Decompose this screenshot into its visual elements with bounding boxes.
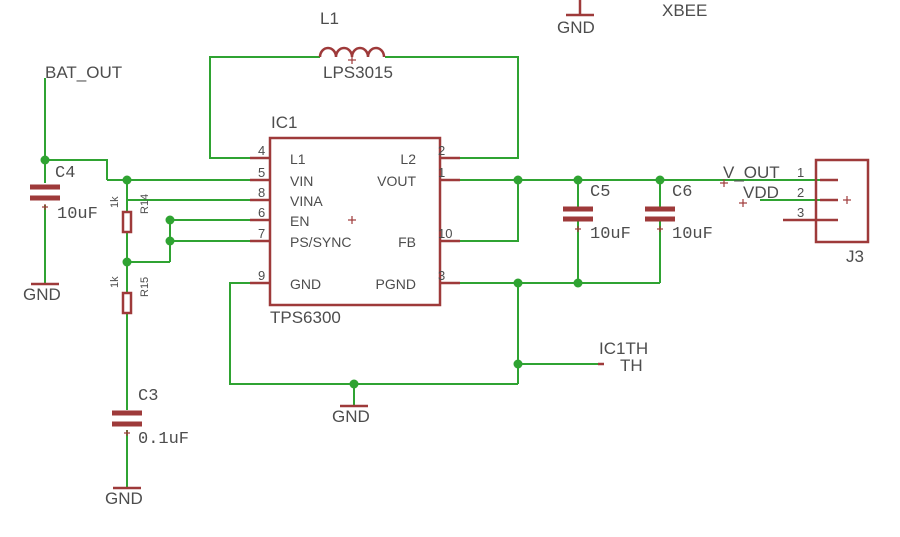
ic1-pin-number: 8 <box>258 185 265 200</box>
c3-value: 0.1uF <box>138 430 189 449</box>
inductor-l1: L1 LPS3015 <box>318 9 393 82</box>
ic1-pin-name: GND <box>290 276 321 292</box>
gnd-label: GND <box>332 407 370 426</box>
junction-dot <box>655 175 665 185</box>
ic1-pin-number: 10 <box>438 226 452 241</box>
gnd-symbol-c3: GND <box>105 486 143 508</box>
c5-name: C5 <box>590 183 610 202</box>
bat-out-label: BAT_OUT <box>45 63 122 82</box>
ic1-pin-name: PGND <box>376 276 416 292</box>
c4-name: C4 <box>55 164 75 183</box>
ic1-pin-number: 3 <box>438 268 445 283</box>
c4-value: 10uF <box>57 205 98 224</box>
vdd-label: VDD <box>743 183 779 202</box>
capacitor-c3: C3 0.1uF <box>112 387 189 449</box>
gnd-label: GND <box>105 489 143 508</box>
ic1-pin-name: L2 <box>400 151 416 167</box>
ic1-pin-number: 2 <box>438 143 445 158</box>
ic1-pin-name: PS/SYNC <box>290 234 351 250</box>
ic1-pin-number: 4 <box>258 143 265 158</box>
connector-j3: 1 2 3 J3 <box>783 158 870 266</box>
junction-dot <box>349 379 359 389</box>
capacitor-c5: C5 10uF <box>563 183 631 244</box>
junction-dot <box>573 278 583 288</box>
xbee-label: XBEE <box>662 1 707 20</box>
c5-value: 10uF <box>590 225 631 244</box>
ic1-pin-name: EN <box>290 213 309 229</box>
junction-dot <box>165 236 175 246</box>
ic1-chip: IC1 TPS6300 4 5 8 6 7 9 L1 VIN VINA EN P… <box>250 113 460 327</box>
resistor-r15: 1k R15 <box>109 276 151 315</box>
ic1-pin-name: VIN <box>290 173 313 189</box>
junction-dot <box>122 257 132 267</box>
resistor-r14: 1k R14 <box>109 194 151 234</box>
ic1-pin-name: VINA <box>290 193 323 209</box>
c6-name: C6 <box>672 183 692 202</box>
j3-pin-number: 3 <box>797 205 804 220</box>
ic1-pin-number: 9 <box>258 268 265 283</box>
c3-name: C3 <box>138 387 158 406</box>
ic1-pin-number: 1 <box>438 165 445 180</box>
c6-value: 10uF <box>672 225 713 244</box>
junction-dot <box>165 215 175 225</box>
j3-name: J3 <box>846 247 864 266</box>
gnd-symbol-top: GND <box>557 0 595 37</box>
ic1-pin-name: VOUT <box>377 173 416 189</box>
junction-dot <box>513 278 523 288</box>
ic1-name: IC1 <box>271 113 297 132</box>
l1-value: LPS3015 <box>323 63 393 82</box>
ic1-value: TPS6300 <box>270 308 341 327</box>
junction-dot <box>40 155 50 165</box>
capacitor-c4: C4 10uF <box>30 164 98 224</box>
ic1-pin-number: 5 <box>258 165 265 180</box>
r15-value: 1k <box>109 276 121 288</box>
ic1-pin-number: 7 <box>258 226 265 241</box>
gnd-label: GND <box>23 285 61 304</box>
junction-dot <box>513 175 523 185</box>
ic1th-name: IC1TH <box>599 339 648 358</box>
ic1-pin-name: L1 <box>290 151 306 167</box>
j3-pin-number: 1 <box>797 165 804 180</box>
junction-dot <box>573 175 583 185</box>
gnd-label: GND <box>557 18 595 37</box>
gnd-symbol-c4: GND <box>23 282 61 304</box>
j3-pin-number: 2 <box>797 185 804 200</box>
r14-name: R14 <box>139 194 151 214</box>
junctions <box>40 155 665 389</box>
r14-value: 1k <box>109 196 121 208</box>
ic1th-testpoint: IC1TH TH <box>598 339 648 375</box>
wires <box>44 56 820 488</box>
junction-dot <box>122 175 132 185</box>
ic1-pin-number: 6 <box>258 205 265 220</box>
ic1th-value: TH <box>620 356 643 375</box>
ic1-pin-name: FB <box>398 234 416 250</box>
l1-name: L1 <box>320 9 339 28</box>
v-out-label: V_OUT <box>723 163 780 182</box>
capacitor-c6: C6 10uF <box>645 183 713 244</box>
junction-dot <box>513 359 523 369</box>
r15-name: R15 <box>139 277 151 297</box>
gnd-symbol-ic1: GND <box>332 404 370 426</box>
